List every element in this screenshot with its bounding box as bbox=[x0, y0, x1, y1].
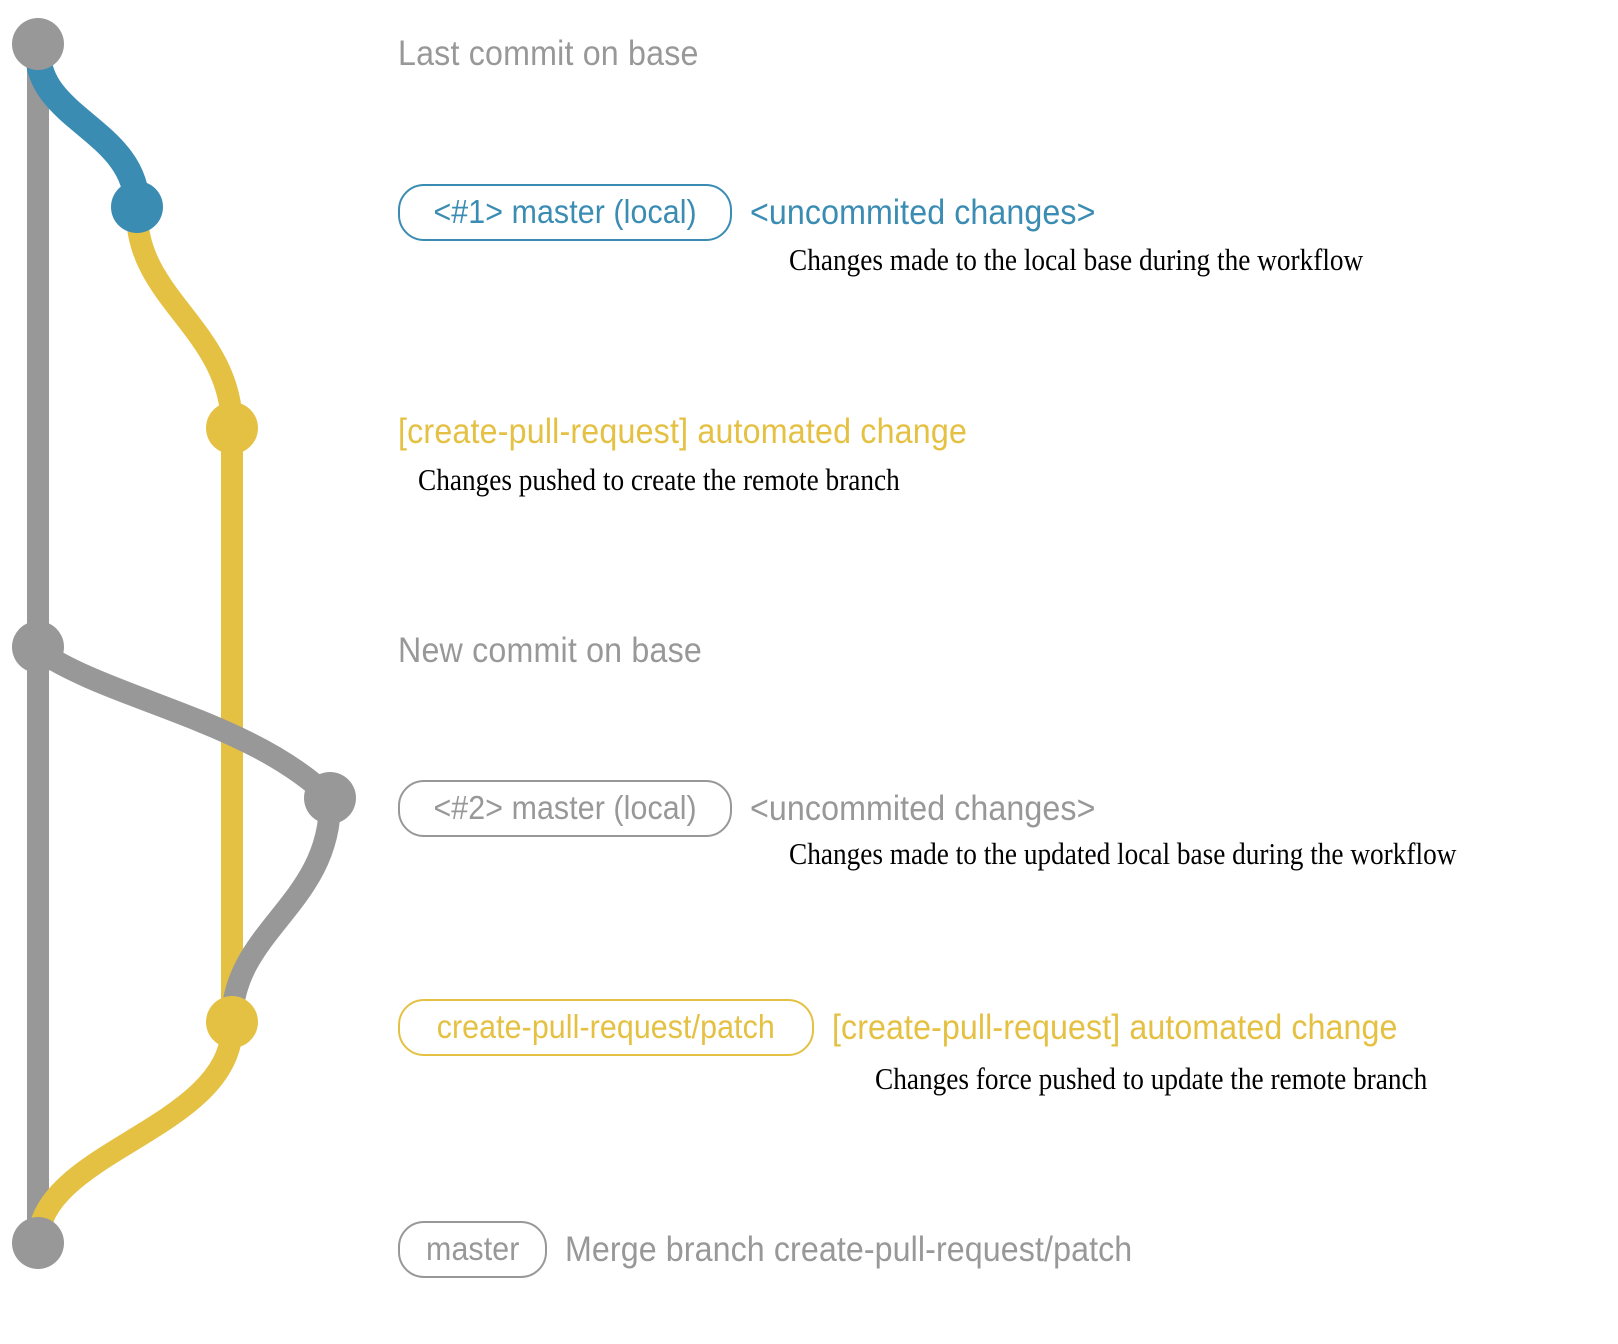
commit-subject-local-1: <uncommited changes> bbox=[750, 192, 1096, 232]
commit-subject-last-commit-on-base: Last commit on base bbox=[398, 34, 699, 73]
commit-node-master-tip[interactable] bbox=[12, 1217, 64, 1269]
row-new-commit-on-base: New commit on base bbox=[398, 631, 728, 671]
row-last-commit-on-base: Last commit on base bbox=[398, 34, 725, 74]
commit-subject-patch-1: [create-pull-request] automated change bbox=[398, 412, 968, 451]
commit-description-patch-2: Changes force pushed to update the remot… bbox=[875, 1061, 1428, 1096]
commit-subject-patch-2: [create-pull-request] automated change bbox=[831, 1007, 1398, 1047]
commit-node-patch-2[interactable] bbox=[206, 996, 258, 1048]
commit-node-patch-1[interactable] bbox=[206, 402, 258, 454]
branch-badge-label: create-pull-request/patch bbox=[436, 1008, 775, 1045]
commit-node-base-last[interactable] bbox=[12, 18, 64, 70]
edge-basenew-to-local2 bbox=[27, 639, 341, 809]
row-master-tip: master Merge branch create-pull-request/… bbox=[398, 1221, 1182, 1278]
commit-subject-local-2: <uncommited changes> bbox=[750, 788, 1096, 828]
branch-badge-master[interactable]: master bbox=[398, 1221, 548, 1278]
branch-badge-label: master bbox=[426, 1230, 520, 1267]
branch-badge-label: <#2> master (local) bbox=[433, 789, 697, 826]
row-patch-2: create-pull-request/patch [create-pull-r… bbox=[398, 999, 1446, 1056]
commit-description-local-1: Changes made to the local base during th… bbox=[789, 242, 1364, 277]
branch-badge-create-pull-request-patch[interactable]: create-pull-request/patch bbox=[398, 999, 814, 1056]
commit-description-patch-1: Changes pushed to create the remote bran… bbox=[418, 462, 900, 497]
commit-node-local-2[interactable] bbox=[304, 772, 356, 824]
edge-local2-to-patch2 bbox=[221, 791, 341, 1033]
commit-subject-master-tip: Merge branch create-pull-request/patch bbox=[565, 1229, 1133, 1269]
edge-patch2-to-master bbox=[27, 1015, 243, 1254]
edge-local1-to-patch1 bbox=[126, 202, 243, 439]
row-local-2: <#2> master (local) <uncommited changes> bbox=[398, 780, 1126, 837]
commit-subject-new-commit-on-base: New commit on base bbox=[398, 631, 702, 670]
branch-badge-master-local-2[interactable]: <#2> master (local) bbox=[398, 780, 733, 837]
edge-base-to-local1 bbox=[25, 39, 150, 220]
branch-badge-master-local-1[interactable]: <#1> master (local) bbox=[398, 184, 733, 241]
branch-badge-label: <#1> master (local) bbox=[433, 193, 697, 230]
row-local-1: <#1> master (local) <uncommited changes> bbox=[398, 184, 1126, 241]
row-patch-1: [create-pull-request] automated change bbox=[398, 412, 1017, 452]
commit-description-local-2: Changes made to the updated local base d… bbox=[789, 836, 1457, 871]
commit-node-local-1[interactable] bbox=[111, 181, 163, 233]
commit-node-base-new[interactable] bbox=[12, 621, 64, 673]
